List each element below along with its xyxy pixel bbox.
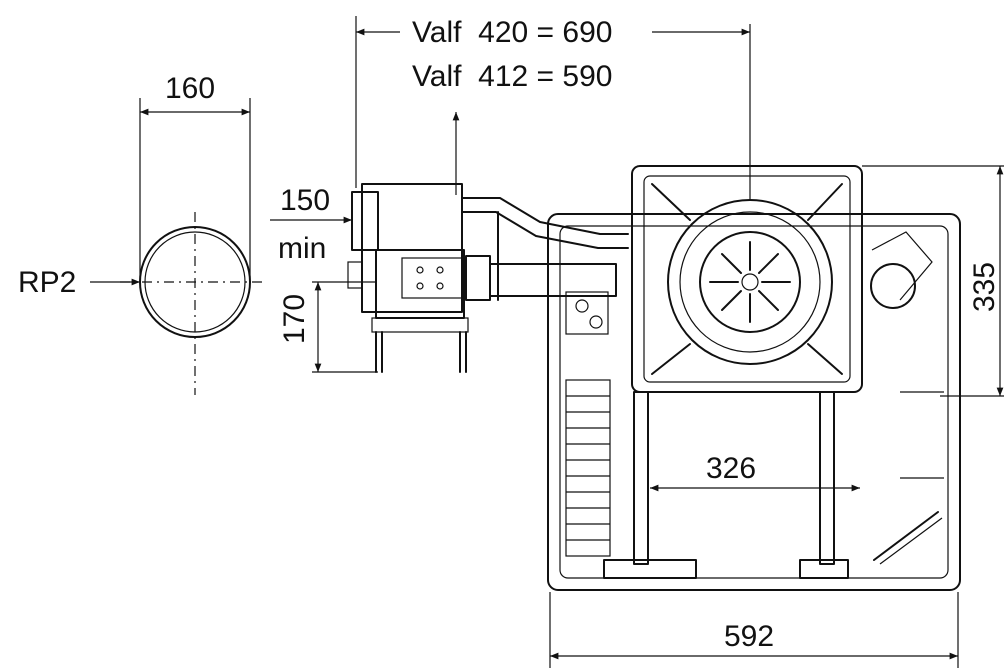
valf-412-label: Valf 412 = 590 — [412, 60, 612, 93]
fan-plate-inner — [643, 175, 851, 383]
grill-frame — [565, 379, 611, 557]
fan-ring-outer — [667, 199, 833, 365]
valve-side-block — [465, 255, 491, 301]
valf-420-label: Valf 420 = 690 — [412, 16, 612, 49]
valve-flange — [351, 191, 379, 251]
air-grill — [565, 379, 611, 557]
valve-body — [361, 183, 463, 313]
control-knob — [575, 299, 589, 313]
fan-plate — [631, 165, 863, 393]
gas-pipe-lower — [461, 211, 629, 249]
pipe-section — [90, 98, 262, 395]
sight-bracket — [871, 231, 933, 301]
fan-blade — [721, 290, 742, 311]
strut-bl — [651, 343, 691, 375]
foot-left — [603, 559, 697, 579]
strut-tl — [651, 183, 691, 221]
gas-ramp-tube — [489, 263, 617, 297]
valve-screw-2 — [436, 266, 444, 274]
width-326-label: 326 — [706, 452, 756, 485]
control-box — [565, 291, 609, 335]
valve-inlet-nut — [347, 261, 363, 289]
strut-br — [807, 343, 843, 375]
fan-blades — [709, 241, 791, 323]
valve-base-plate — [371, 317, 469, 333]
column-right — [819, 391, 835, 565]
pipe-diameter-label: 160 — [165, 72, 215, 105]
sight-glass — [870, 263, 916, 309]
fan-blade — [758, 253, 779, 274]
handle-lever — [873, 511, 939, 561]
foot-right — [799, 559, 849, 579]
valf-dimension — [355, 16, 751, 200]
fan-blade — [758, 290, 779, 311]
valve-screw-4 — [436, 282, 444, 290]
height-170-label: 170 — [278, 294, 311, 344]
offset-min-label: min — [278, 232, 326, 265]
valve-assembly — [347, 183, 629, 373]
dim-335-group — [862, 165, 1004, 397]
valve-coil-box — [401, 257, 463, 299]
connection-label: RP2 — [18, 266, 76, 299]
height-335-label: 335 — [968, 262, 1001, 312]
width-592-label: 592 — [724, 620, 774, 653]
gas-pipe-upper — [461, 197, 629, 235]
fan-blade — [721, 253, 742, 274]
column-left — [633, 391, 649, 565]
burner-housing-inner — [559, 225, 949, 579]
handle-lever-2 — [879, 517, 943, 565]
offset-value-label: 150 — [280, 184, 330, 217]
dim-592-group — [549, 592, 959, 668]
valve-screw-3 — [416, 282, 424, 290]
strut-tr — [807, 183, 843, 221]
fan-hub — [741, 273, 759, 291]
burner-body — [547, 165, 961, 591]
burner-housing-outer — [547, 213, 961, 591]
valve-lower-block — [375, 249, 465, 319]
dim-170-group — [312, 281, 378, 373]
control-knob — [589, 315, 603, 329]
fan-ring-inner — [699, 231, 801, 333]
valve-screw-1 — [416, 266, 424, 274]
fan-ring-mid — [679, 211, 821, 353]
